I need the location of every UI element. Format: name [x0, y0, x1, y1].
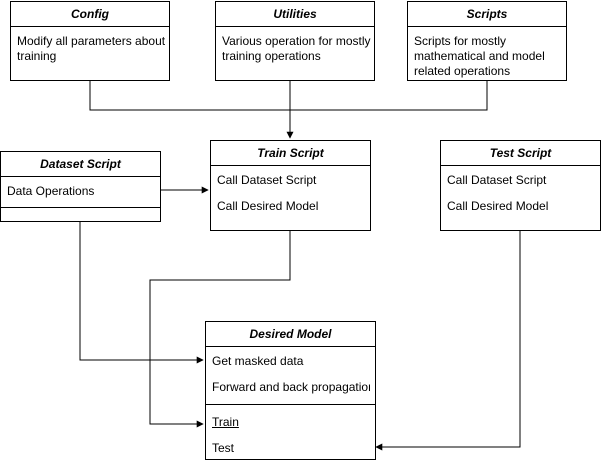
desired-model-divider: [206, 404, 375, 405]
desired-model-attribute: Get masked data: [212, 354, 304, 368]
dataset-script-box: Dataset Script Data Operations: [0, 151, 161, 222]
desired-model-box: Desired Model Get masked data Forward an…: [205, 321, 376, 460]
test-script-title: Test Script: [441, 141, 600, 166]
connector-test-to-model: [375, 231, 521, 451]
connector-train-to-model: [149, 231, 291, 428]
desired-model-title: Desired Model: [206, 322, 375, 347]
utilities-title: Utilities: [216, 2, 374, 27]
config-title: Config: [11, 2, 169, 27]
test-script-item: Call Desired Model: [447, 199, 549, 213]
utilities-box: Utilities Various operation for mostly t…: [215, 1, 375, 81]
connector-config-to-train: [89, 80, 290, 111]
config-description: Modify all parameters about training: [17, 34, 166, 63]
test-script-box: Test Script Call Dataset Script Call Des…: [440, 140, 601, 231]
train-script-title: Train Script: [211, 141, 370, 166]
utilities-description: Various operation for mostly training op…: [222, 34, 371, 63]
dataset-script-divider: [1, 207, 160, 208]
dataset-script-title: Dataset Script: [1, 152, 160, 177]
desired-model-method: Test: [212, 441, 235, 455]
scripts-box: Scripts Scripts for mostly mathematical …: [407, 1, 567, 81]
scripts-title: Scripts: [408, 2, 566, 27]
desired-model-method: Train: [212, 415, 239, 429]
desired-model-attribute: Forward and back propagation: [212, 380, 370, 394]
train-script-item: Call Desired Model: [217, 199, 319, 213]
test-script-item: Call Dataset Script: [447, 173, 547, 187]
scripts-description: Scripts for mostly mathematical and mode…: [414, 34, 545, 78]
config-box: Config Modify all parameters about train…: [10, 1, 170, 81]
train-script-item: Call Dataset Script: [217, 173, 317, 187]
connector-dataset-to-model: [79, 222, 204, 364]
train-script-box: Train Script Call Dataset Script Call De…: [210, 140, 371, 231]
connector-scripts-to-train: [290, 80, 488, 111]
dataset-script-item: Data Operations: [7, 184, 95, 198]
